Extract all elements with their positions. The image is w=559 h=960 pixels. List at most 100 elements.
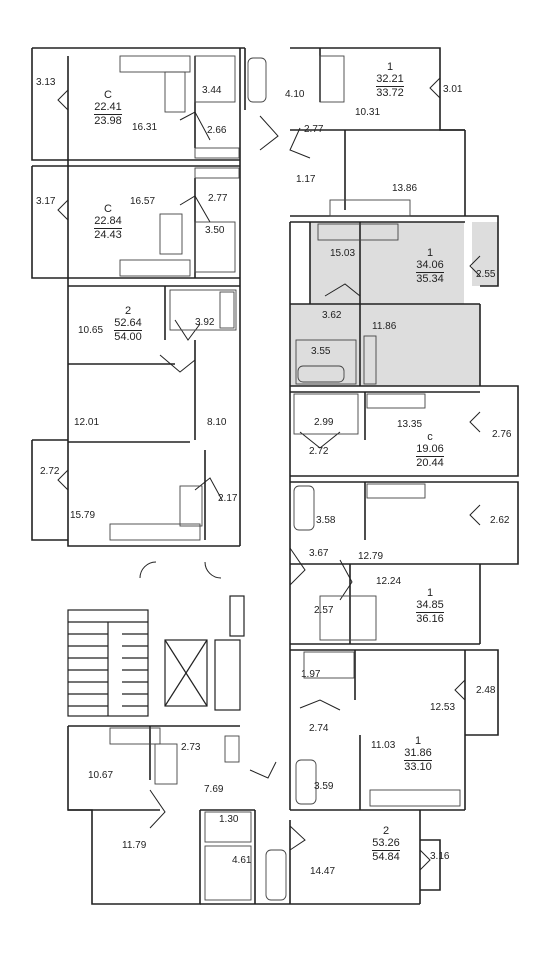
room-area: 4.10 xyxy=(285,89,305,100)
unit-total-area: 54.00 xyxy=(114,331,142,343)
bathtub xyxy=(265,849,287,901)
room-area: 13.86 xyxy=(392,183,418,194)
room-area: 3.17 xyxy=(36,196,56,207)
room-area: 15.79 xyxy=(70,510,96,521)
wardrobe xyxy=(319,595,377,641)
unit-type: 1 xyxy=(414,735,422,747)
wardrobe xyxy=(204,811,252,843)
door xyxy=(299,699,341,711)
door xyxy=(179,195,211,223)
wall xyxy=(465,649,499,736)
room-area: 3.50 xyxy=(205,225,225,236)
unit-total-area: 33.10 xyxy=(404,761,432,773)
room-area: 2.77 xyxy=(208,193,228,204)
wall xyxy=(480,481,519,565)
unit-total-area: 33.72 xyxy=(376,87,404,99)
shaft xyxy=(229,595,245,637)
balcony-door xyxy=(419,849,431,871)
door xyxy=(159,354,196,373)
unit-living-value: 22.41 xyxy=(94,101,122,115)
bathroom xyxy=(204,845,252,901)
room-area: 2.17 xyxy=(218,493,238,504)
wall xyxy=(31,48,68,161)
unit-living-area: 34.85 xyxy=(410,599,450,613)
door xyxy=(149,789,166,829)
room-area: 2.77 xyxy=(304,124,324,135)
bathroom xyxy=(295,339,357,385)
room-area: 16.57 xyxy=(130,196,156,207)
unit-total-area: 24.43 xyxy=(94,229,122,241)
door xyxy=(204,561,222,579)
kitchen-counter xyxy=(159,213,183,255)
room-area: 1.30 xyxy=(219,814,239,825)
kitchen-counter xyxy=(109,727,161,745)
door xyxy=(174,319,201,341)
room-area: 12.01 xyxy=(74,417,100,428)
door xyxy=(289,825,306,851)
wall xyxy=(67,726,201,905)
unit-living-value: 19.06 xyxy=(416,443,444,457)
unit-type: 1 xyxy=(426,587,434,599)
room-area: 13.35 xyxy=(397,419,423,430)
room-area: 16.31 xyxy=(132,122,158,133)
room-area: 10.65 xyxy=(78,325,104,336)
room-area: 2.72 xyxy=(40,466,60,477)
highlighted-unit-area-lower xyxy=(290,304,480,386)
door xyxy=(339,559,353,601)
bathroom xyxy=(194,221,236,273)
bathroom xyxy=(194,55,236,103)
door xyxy=(299,431,341,449)
bathtub xyxy=(297,365,345,383)
room-area: 2.73 xyxy=(181,742,201,753)
room-area: 15.03 xyxy=(330,248,356,259)
room-area: 4.61 xyxy=(232,855,252,866)
room-area: 3.59 xyxy=(314,781,334,792)
unit-type: С xyxy=(104,203,112,215)
door xyxy=(289,547,306,586)
unit-living-value: 34.06 xyxy=(416,259,444,273)
room-area: 10.31 xyxy=(355,107,381,118)
unit-type: 1 xyxy=(426,247,434,259)
balcony-door xyxy=(469,411,481,433)
balcony-door xyxy=(57,89,69,111)
room-area: 3.16 xyxy=(430,851,450,862)
room-area: 2.99 xyxy=(314,417,334,428)
door xyxy=(289,127,311,159)
unit-living-value: 52.64 xyxy=(114,317,142,331)
balcony-door xyxy=(469,504,481,526)
room-area: 8.10 xyxy=(207,417,227,428)
room-area: 3.67 xyxy=(309,548,329,559)
unit-type: 1 xyxy=(386,61,394,73)
highlighted-unit-area xyxy=(310,222,464,304)
balcony-doors xyxy=(57,77,481,871)
room-area: 2.55 xyxy=(476,269,496,280)
door xyxy=(179,111,211,141)
room-area: 1.17 xyxy=(296,174,316,185)
room-area: 10.67 xyxy=(88,770,114,781)
elevator-shaft xyxy=(164,639,208,707)
room-area: 14.47 xyxy=(310,866,336,877)
room-area: 2.57 xyxy=(314,605,334,616)
kitchen-counter xyxy=(164,71,186,113)
wardrobe xyxy=(319,55,345,103)
wall xyxy=(420,839,441,891)
unit-living-value: 22.84 xyxy=(94,215,122,229)
unit-type: 2 xyxy=(382,825,390,837)
room-area: 2.72 xyxy=(309,446,329,457)
bathtub xyxy=(293,485,315,531)
room-area: 2.74 xyxy=(309,723,329,734)
room-area: 12.53 xyxy=(430,702,456,713)
wall xyxy=(465,215,499,287)
kitchen-counter xyxy=(366,393,426,409)
room-area: 3.55 xyxy=(311,346,331,357)
wall xyxy=(31,166,68,279)
fixtures xyxy=(109,55,461,901)
unit-living-area: 22.84 xyxy=(88,215,128,229)
door xyxy=(259,115,279,151)
bathtub xyxy=(219,291,235,329)
room-area: 3.13 xyxy=(36,77,56,88)
balcony-door xyxy=(429,77,441,99)
wardrobe xyxy=(303,651,355,679)
